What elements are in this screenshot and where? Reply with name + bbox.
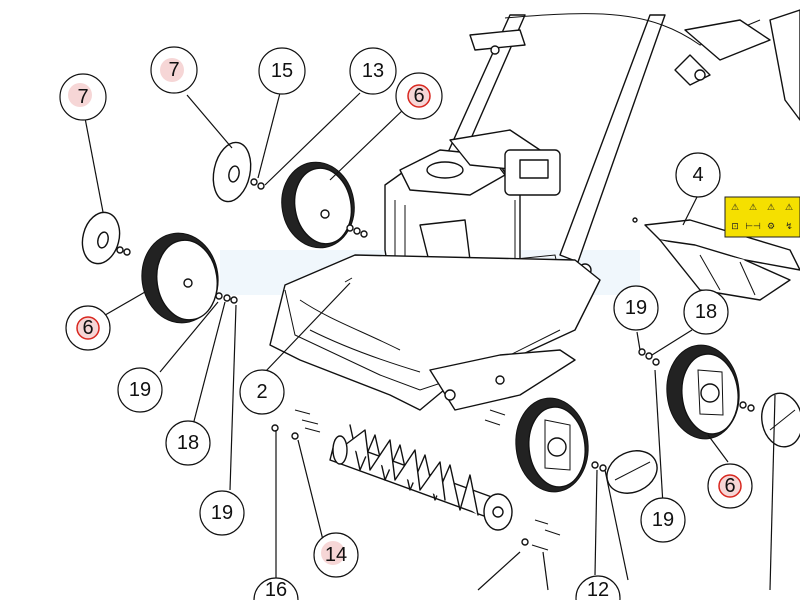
- callout-12: 12: [575, 575, 621, 600]
- hardware-bolts: [294, 277, 561, 551]
- callout-14: 14: [313, 532, 359, 578]
- hub-cap-lower: [81, 211, 121, 265]
- callout-7-a: 7: [59, 73, 107, 121]
- callout-19-c: 19: [613, 285, 659, 331]
- wheel-rear-center: [515, 397, 589, 493]
- svg-text:18: 18: [177, 432, 199, 454]
- svg-text:12: 12: [587, 579, 609, 600]
- callout-4: 4: [675, 152, 721, 198]
- warning-label-symbols: ⚠ ⚠ ⚠ ⚠ ⊡ ⊢⊣ ⚙ ↯: [731, 203, 793, 232]
- svg-text:6: 6: [413, 85, 424, 107]
- leader-lines: [84, 92, 776, 591]
- svg-text:⚠: ⚠: [749, 203, 757, 213]
- svg-text:6: 6: [82, 317, 93, 339]
- svg-text:16: 16: [265, 579, 287, 600]
- svg-text:⚠: ⚠: [785, 203, 793, 213]
- callout-19-d: 19: [640, 497, 686, 543]
- callout-2: 2: [239, 369, 285, 415]
- wheel-rear-right: [666, 344, 740, 440]
- hub-cap-rear-right: [761, 392, 800, 448]
- svg-text:7: 7: [168, 59, 179, 81]
- svg-text:6: 6: [724, 475, 735, 497]
- warning-label: ⚠ ⚠ ⚠ ⚠ ⊡ ⊢⊣ ⚙ ↯: [724, 196, 800, 238]
- svg-text:⚙: ⚙: [767, 222, 775, 232]
- svg-text:⚠: ⚠: [731, 203, 739, 213]
- svg-text:19: 19: [652, 509, 674, 531]
- wheel-front-left: [141, 232, 219, 324]
- scarifier-drum: [329, 424, 513, 531]
- svg-text:2: 2: [256, 381, 267, 403]
- svg-text:19: 19: [211, 502, 233, 524]
- svg-text:↯: ↯: [785, 222, 793, 232]
- svg-text:7: 7: [77, 86, 88, 108]
- wheel-front-left-upper: [281, 161, 355, 249]
- hardware-washers: [116, 178, 755, 546]
- svg-text:19: 19: [129, 379, 151, 401]
- callout-6-a: 6: [395, 72, 443, 120]
- callout-19-b: 19: [199, 490, 245, 536]
- callout-6-b: 6: [65, 305, 111, 351]
- callout-7-b: 7: [150, 46, 198, 94]
- callout-19-a: 19: [117, 367, 163, 413]
- mower-deck: [269, 254, 601, 411]
- callout-18-b: 18: [683, 289, 729, 335]
- svg-text:19: 19: [625, 297, 647, 319]
- svg-text:15: 15: [271, 60, 293, 82]
- grass-bag-frame: [644, 9, 800, 301]
- hub-cap-rear-center: [606, 450, 658, 494]
- svg-text:14: 14: [325, 544, 347, 566]
- hub-cap-upper: [212, 141, 252, 203]
- callout-13: 13: [349, 47, 397, 95]
- svg-text:18: 18: [695, 301, 717, 323]
- svg-text:⊢⊣: ⊢⊣: [745, 222, 761, 232]
- callout-16: 16: [253, 577, 299, 600]
- callout-15: 15: [258, 47, 306, 95]
- callout-18-a: 18: [165, 420, 211, 466]
- svg-text:⊡: ⊡: [731, 222, 739, 232]
- svg-text:4: 4: [692, 164, 703, 186]
- callout-6-c: 6: [707, 463, 753, 509]
- svg-text:13: 13: [362, 60, 384, 82]
- svg-text:⚠: ⚠: [767, 203, 775, 213]
